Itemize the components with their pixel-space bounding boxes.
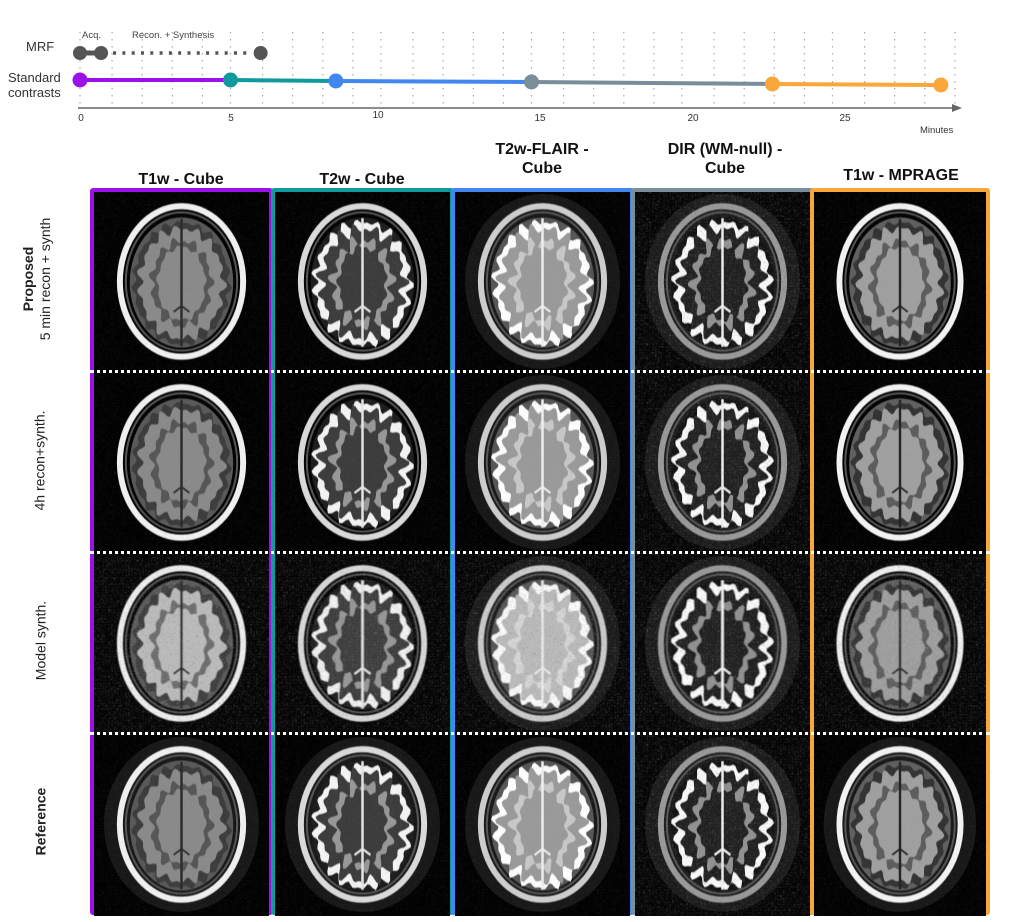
brain-slice-image — [814, 554, 986, 735]
brain-slice-image — [814, 735, 986, 916]
brain-slice-image — [455, 192, 630, 373]
recon-synthesis-annotation: Recon. + Synthesis — [132, 30, 215, 41]
row-label-4h-recon: 4h recon+synth. — [31, 410, 48, 511]
column-title-t2w-flair-cube: T2w-FLAIR - Cube — [495, 141, 589, 177]
brain-slice-image — [94, 735, 269, 916]
row-separator — [90, 370, 990, 373]
brain-slice-image — [275, 373, 450, 554]
row-label-model-synth: Model synth. — [32, 600, 49, 681]
acquisition-timeline: MRF Standard contrasts Acq. Recon. + Syn… — [0, 0, 1024, 140]
standard-contrasts-row-label: Standard contrasts — [8, 70, 61, 100]
column-title-t2w-cube: T2w - Cube — [319, 171, 405, 188]
row-separator — [90, 551, 990, 554]
brain-slice-image — [94, 373, 269, 554]
brain-slice-image — [275, 192, 450, 373]
row-label-reference: Reference — [32, 787, 49, 856]
brain-slice-image — [455, 735, 630, 916]
column-title-t1w-mprage: T1w - MPRAGE — [843, 167, 959, 184]
brain-slice-image — [94, 192, 269, 373]
brain-slice-image — [635, 735, 810, 916]
brain-slice-image — [94, 554, 269, 735]
brain-slice-image — [455, 373, 630, 554]
tick-label-5: 5 — [228, 113, 234, 124]
brain-slice-image — [814, 192, 986, 373]
timeline-plot — [72, 32, 962, 112]
tick-label-10: 10 — [372, 110, 384, 121]
brain-slice-image — [814, 373, 986, 554]
axis-unit-label: Minutes — [920, 125, 954, 136]
row-separator — [90, 732, 990, 735]
tick-label-20: 20 — [687, 113, 699, 124]
column-title-t1w-cube: T1w - Cube — [138, 171, 224, 188]
brain-slice-image — [635, 192, 810, 373]
brain-slice-image — [275, 735, 450, 916]
brain-slice-image — [455, 554, 630, 735]
brain-slice-image — [635, 373, 810, 554]
tick-label-15: 15 — [534, 113, 546, 124]
column-dir-cube — [631, 188, 814, 916]
mrf-row-label: MRF — [26, 39, 55, 54]
brain-slice-image — [275, 554, 450, 735]
acq-annotation: Acq. — [82, 30, 102, 41]
tick-label-25: 25 — [839, 113, 851, 124]
brain-slice-image — [635, 554, 810, 735]
row-label-proposed: Proposed 5 min recon + synth — [20, 217, 53, 341]
column-title-dir-cube: DIR (WM-null) - Cube — [667, 141, 783, 177]
tick-label-0: 0 — [78, 113, 84, 124]
